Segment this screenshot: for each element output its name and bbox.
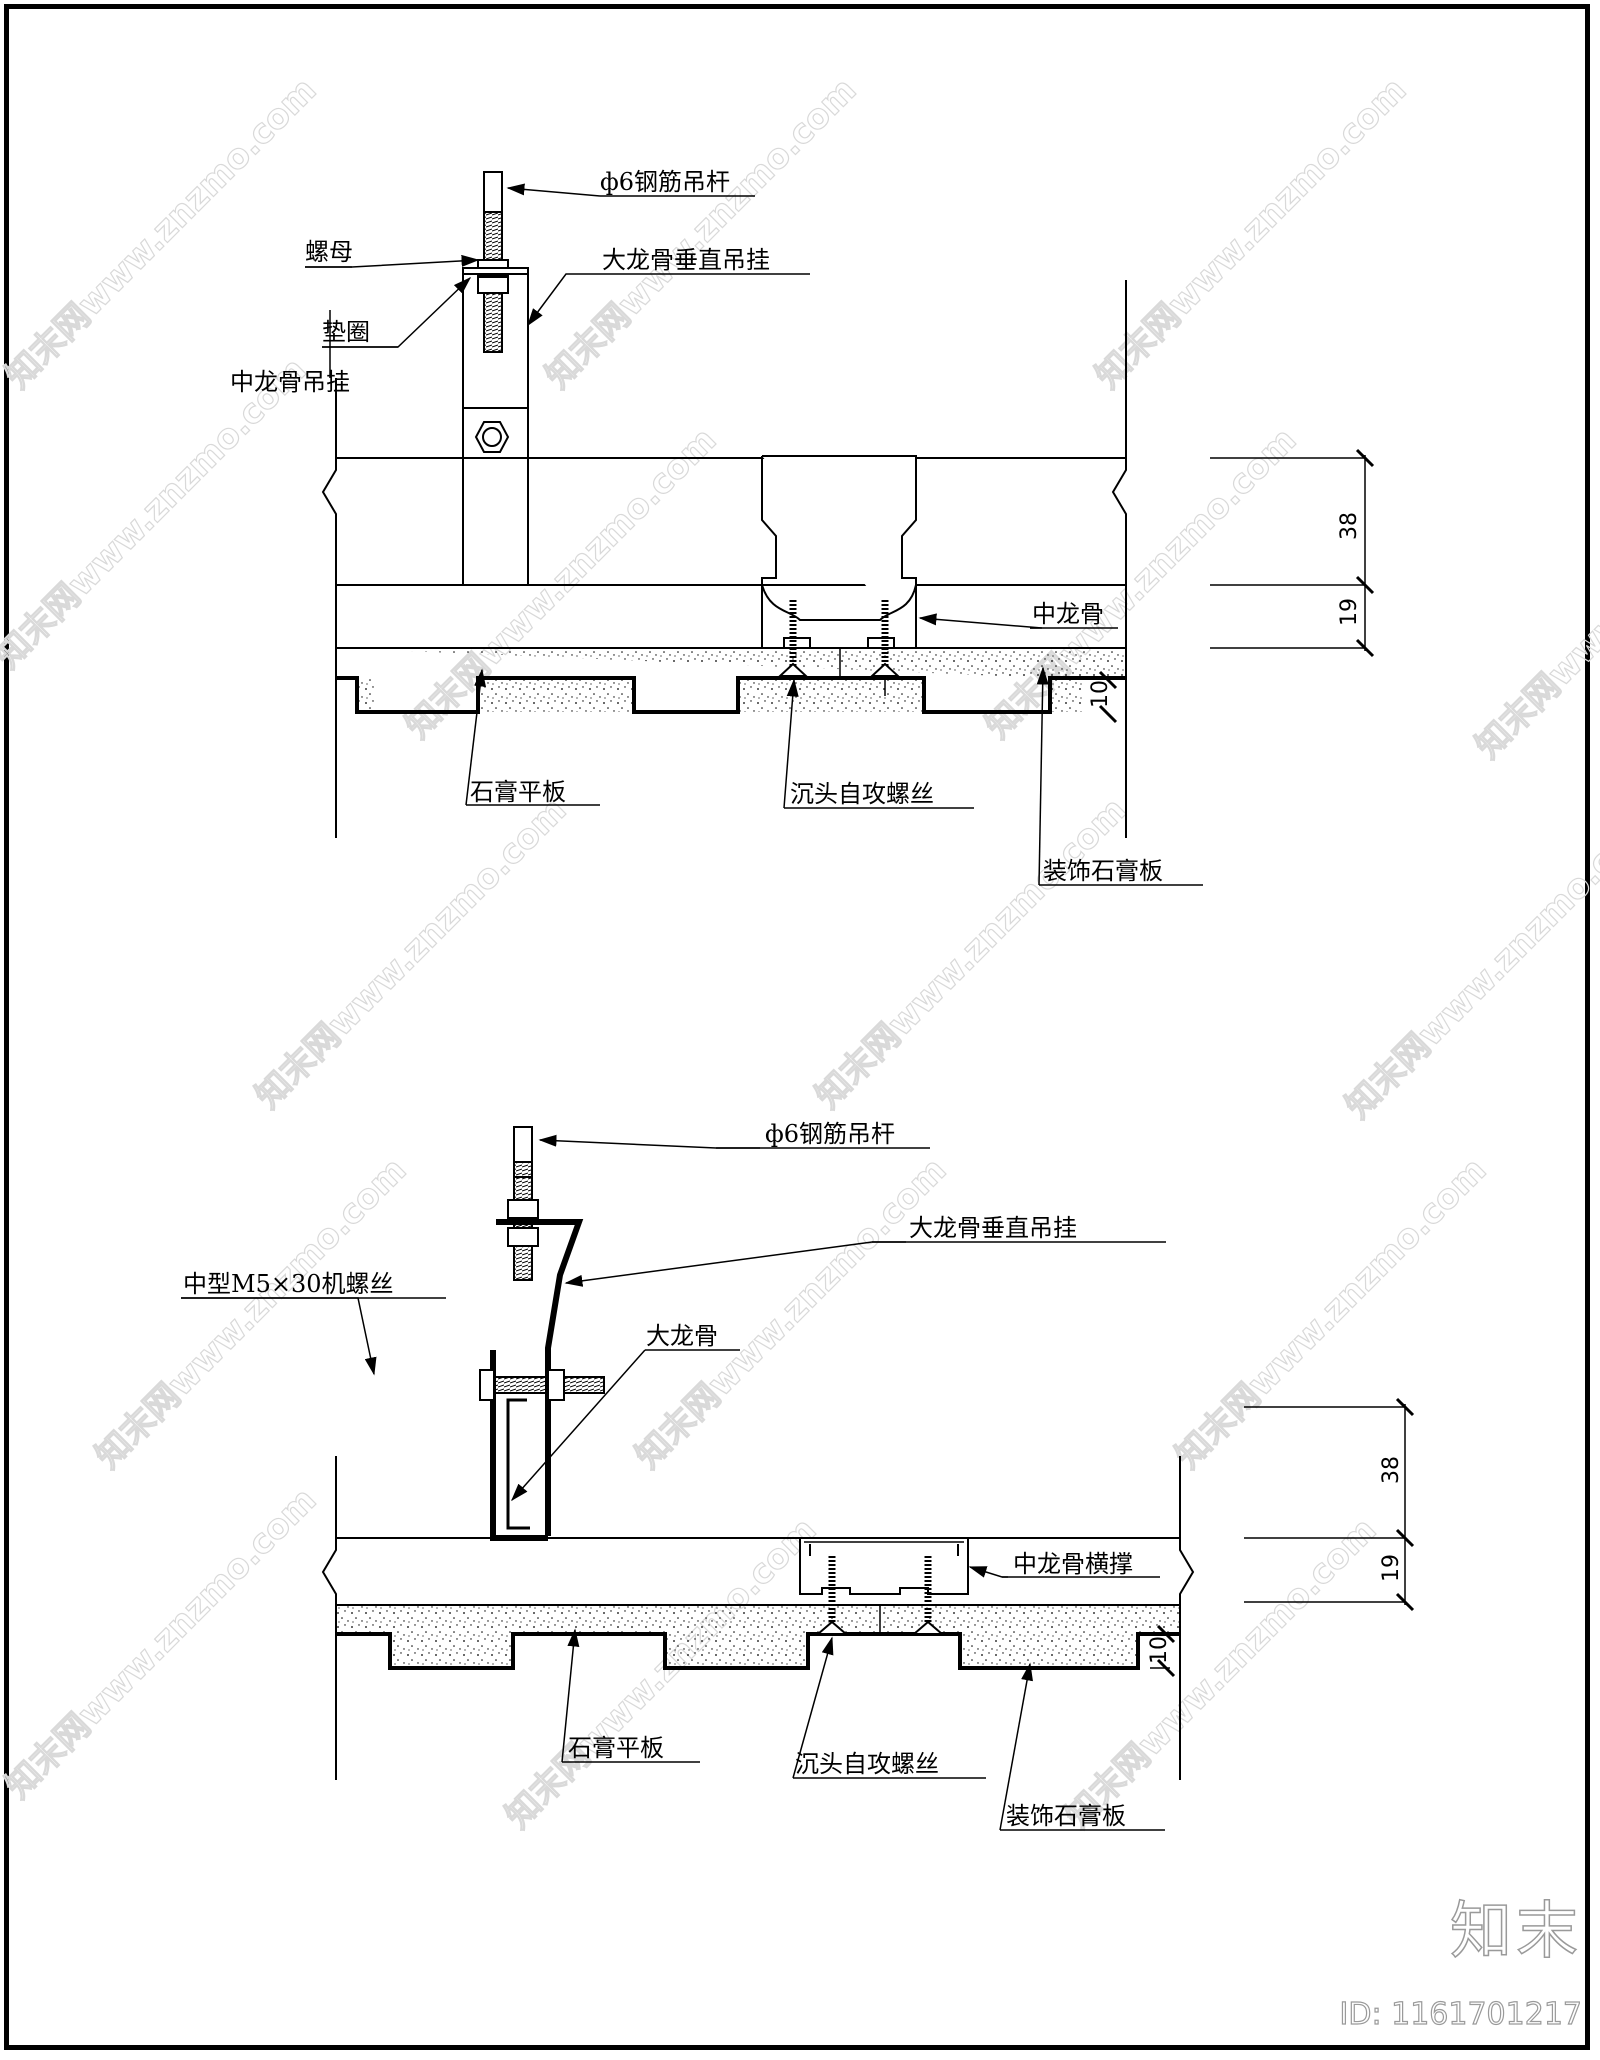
decorative-board-profile xyxy=(336,676,1126,714)
mid-runner-brace xyxy=(799,1537,969,1595)
detail-top xyxy=(305,171,1375,886)
dimension-10: 10 xyxy=(1147,1636,1172,1664)
right-wall-line xyxy=(1179,1456,1195,1780)
right-wall-line xyxy=(1111,280,1127,838)
detail-top-labels: ф6钢筋吊杆 螺母 大龙骨垂直吊挂 垫圈 中龙骨吊挂 中龙骨 石膏平板 沉头自攻… xyxy=(230,168,1362,885)
nut-upper xyxy=(507,1199,539,1219)
label-gypsum-flat-board: 石膏平板 xyxy=(568,1734,664,1762)
brand-logo: 知末 xyxy=(1449,1893,1582,1968)
watermark-text: 知末网www.znzmo.com xyxy=(978,420,1304,746)
watermark-text: 知末网www.znzmo.com xyxy=(538,70,864,396)
label-countersunk-screw: 沉头自攻螺丝 xyxy=(790,780,934,808)
label-main-runner: 大龙骨 xyxy=(646,1322,718,1350)
dimension-19: 19 xyxy=(1337,598,1362,626)
watermark-text: 知末网www.znzmo.com xyxy=(1088,70,1414,396)
label-mid-runner-hanger: 中龙骨吊挂 xyxy=(230,368,350,396)
label-main-runner-hanger: 大龙骨垂直吊挂 xyxy=(909,1214,1077,1242)
main-runner-hanger xyxy=(496,1219,584,1536)
drawing-id: ID: 1161701217 xyxy=(1339,1996,1583,2032)
watermark-text: 知末网www.znzmo.com xyxy=(808,790,1134,1116)
gypsum-board-fill xyxy=(336,648,1126,712)
bolt-head xyxy=(479,1369,495,1401)
label-main-runner-hanger: 大龙骨垂直吊挂 xyxy=(602,246,770,274)
label-mid-runner: 中龙骨 xyxy=(1032,600,1104,628)
nut-lower xyxy=(507,1227,539,1247)
watermark-text: 知末网www.znzmo.com xyxy=(248,790,574,1116)
label-machine-screw: 中型M5×30机螺丝 xyxy=(183,1270,394,1298)
left-wall-line xyxy=(321,1456,337,1780)
left-wall-line xyxy=(321,378,337,838)
dimension-10: 10 xyxy=(1088,680,1113,708)
watermark-text: 知末网www.znzmo.com xyxy=(0,350,314,676)
main-runner-hanger xyxy=(462,267,529,586)
decorative-board-profile xyxy=(336,1632,1180,1670)
label-nut: 螺母 xyxy=(305,238,353,266)
dimension-38: 38 xyxy=(1337,512,1362,540)
mid-runner-profile xyxy=(761,455,917,648)
nut-lower xyxy=(477,276,509,294)
watermark-text: 知末网www.znzmo.com xyxy=(628,1150,954,1476)
label-decorative-gypsum-board: 装饰石膏板 xyxy=(1043,857,1163,885)
main-runner-channel xyxy=(490,1350,548,1541)
detail-bottom xyxy=(181,1126,1415,1831)
label-decorative-gypsum-board: 装饰石膏板 xyxy=(1006,1802,1126,1830)
bolt-hex-icon xyxy=(474,421,510,453)
label-countersunk-screw: 沉头自攻螺丝 xyxy=(795,1750,939,1778)
bolt-nut xyxy=(547,1369,565,1401)
countersunk-screw-icon xyxy=(869,600,901,696)
watermark-text: 知末网www.znzmo.com xyxy=(498,1510,824,1836)
countersunk-screw-icon xyxy=(777,600,809,677)
label-gypsum-flat-board: 石膏平板 xyxy=(470,778,566,806)
countersunk-screw-icon xyxy=(911,1556,945,1635)
watermark-text: 知末网www.znzmo.com xyxy=(1338,800,1600,1126)
label-steel-rod: ф6钢筋吊杆 xyxy=(765,1120,895,1148)
drawing-frame xyxy=(4,4,1590,2050)
watermark-text: 知末网www.znzmo.com xyxy=(1468,440,1600,766)
detail-bottom-labels: ф6钢筋吊杆 大龙骨垂直吊挂 中型M5×30机螺丝 大龙骨 中龙骨横撑 石膏平板… xyxy=(183,1120,1404,1830)
watermark-text: 知末网www.znzmo.com xyxy=(0,70,324,396)
label-mid-runner-brace: 中龙骨横撑 xyxy=(1013,1550,1133,1578)
gypsum-board-fill xyxy=(336,1605,1180,1668)
countersunk-screw-icon xyxy=(815,1556,849,1635)
label-washer: 垫圈 xyxy=(322,318,370,346)
watermark-text: 知末网www.znzmo.com xyxy=(0,1480,324,1806)
label-steel-rod: ф6钢筋吊杆 xyxy=(600,168,730,196)
dimension-38: 38 xyxy=(1379,1456,1404,1484)
mid-runner-curve xyxy=(761,584,917,621)
watermark-text: 知末网www.znzmo.com xyxy=(1168,1150,1494,1476)
dimension-19: 19 xyxy=(1379,1554,1404,1582)
watermark-text: 知末网www.znzmo.com xyxy=(88,1150,414,1476)
